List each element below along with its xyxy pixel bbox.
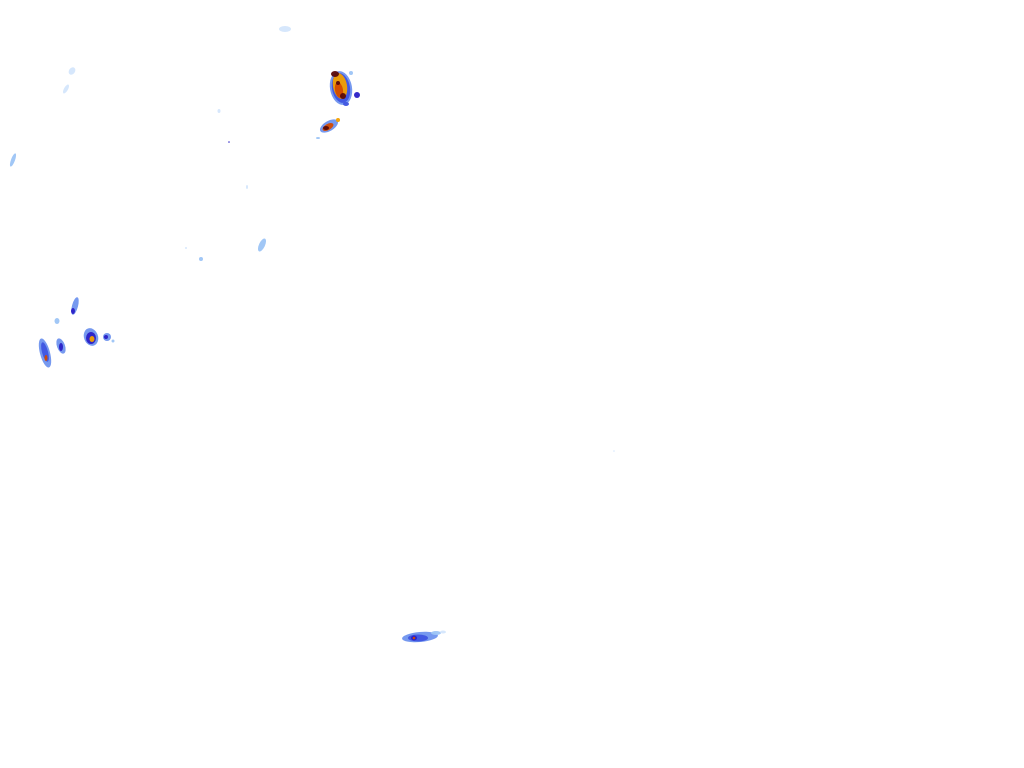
light-echo	[246, 185, 248, 189]
echo-core	[59, 343, 63, 351]
echo-fringe	[343, 102, 349, 106]
echo-fringe	[440, 630, 446, 634]
light-echo	[54, 318, 60, 324]
cell-south	[402, 630, 446, 643]
echo-core	[412, 636, 416, 640]
echo-fringe	[336, 118, 340, 122]
light-echo	[279, 26, 291, 32]
cell-north-secondary	[316, 118, 340, 139]
echo-core	[336, 81, 340, 85]
echo-core	[104, 335, 108, 339]
echo-core	[89, 336, 95, 342]
echo-core	[71, 308, 75, 314]
cell-west-group	[38, 297, 115, 368]
echo-fringe	[354, 92, 360, 98]
echo-fringe	[431, 631, 441, 635]
echo-fringe	[111, 339, 115, 343]
light-echo	[228, 141, 230, 143]
echo-core	[340, 93, 346, 99]
cell-north-main	[329, 71, 360, 106]
echo-fringe	[316, 137, 320, 139]
echo-core	[44, 355, 48, 361]
light-echo	[613, 450, 615, 452]
echo-core	[331, 71, 339, 77]
echo-fringe	[349, 71, 353, 75]
scattered-light-echoes	[9, 26, 615, 452]
light-echo	[185, 247, 187, 249]
light-echo	[217, 109, 221, 113]
echo-core	[323, 126, 329, 130]
light-echo	[257, 238, 267, 252]
light-echo	[199, 257, 203, 261]
light-echo	[68, 67, 76, 75]
light-echo	[62, 84, 70, 94]
light-echo	[9, 153, 17, 167]
